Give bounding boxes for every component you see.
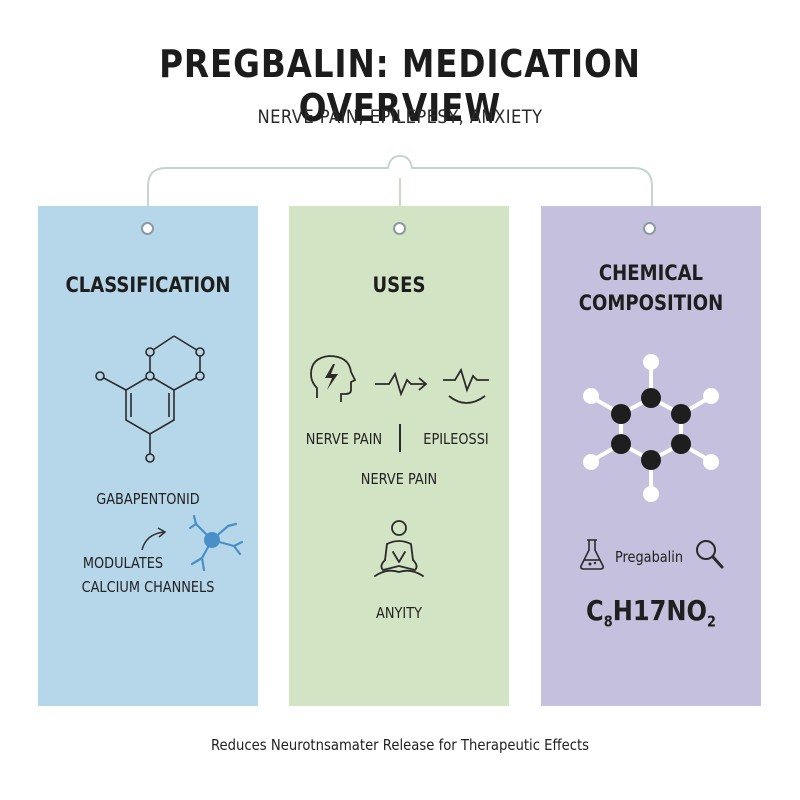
mechanism-line-1: MODULATES (82, 554, 164, 572)
compound-label: Pregabalin (614, 548, 684, 566)
uses-divider (399, 424, 401, 452)
head-lightning-icon (310, 355, 357, 402)
page-title: PREGBALIN: MEDICATION OVERVIEW (159, 42, 641, 130)
use-label-nerve-pain-left: NERVE PAIN (305, 430, 383, 448)
mechanism-line-2: CALCIUM CHANNELS (81, 578, 215, 596)
classification-class-name: GABAPENTONID (96, 490, 200, 508)
connector-line (147, 154, 653, 206)
seizure-wave-icon (443, 367, 489, 404)
chemical-formula: C8H17NO2 (556, 594, 745, 631)
page-subtitle: NERVE PAIN, EPILEPESY, ANXIETY (257, 106, 543, 128)
formula-carbon: C (586, 594, 604, 627)
magnifier-icon (696, 540, 724, 569)
curved-arrow-icon (141, 527, 167, 551)
meditation-figure-icon (374, 520, 424, 577)
neuron-icon (188, 514, 244, 572)
panel-hole (393, 222, 406, 235)
uses-heading: USES (372, 273, 426, 297)
ball-and-stick-molecule-icon (583, 354, 719, 502)
formula-subscript-1: 8 (603, 612, 613, 631)
molecule-structure-icon (95, 335, 205, 463)
flask-icon (580, 539, 604, 570)
panel-hole (643, 222, 656, 235)
use-label-epilepsy: EPILEOSSI (423, 430, 489, 448)
panel-uses: USES NERVE PAIN EPILEOSSI NERVE PAIN ANY… (289, 206, 509, 706)
panel-chemical-composition: CHEMICAL COMPOSITION (541, 206, 761, 706)
classification-heading: CLASSIFICATION (65, 273, 231, 297)
use-label-anxiety: ANYITY (376, 604, 422, 622)
panel-hole (141, 222, 154, 235)
pain-signal-arrow-icon (375, 371, 428, 397)
panel-classification: CLASSIFICATION GABAPENTONID (38, 206, 258, 706)
formula-middle: H17NO (612, 594, 707, 627)
footer-note: Reduces Neurotnsamater Release for Thera… (210, 736, 590, 754)
connector-bracket (147, 154, 653, 206)
formula-subscript-2: 2 (706, 612, 716, 631)
chemical-heading-line-1: CHEMICAL (598, 261, 704, 285)
chemical-heading-line-2: COMPOSITION (578, 291, 724, 315)
use-label-nerve-pain-center: NERVE PAIN (360, 470, 438, 488)
